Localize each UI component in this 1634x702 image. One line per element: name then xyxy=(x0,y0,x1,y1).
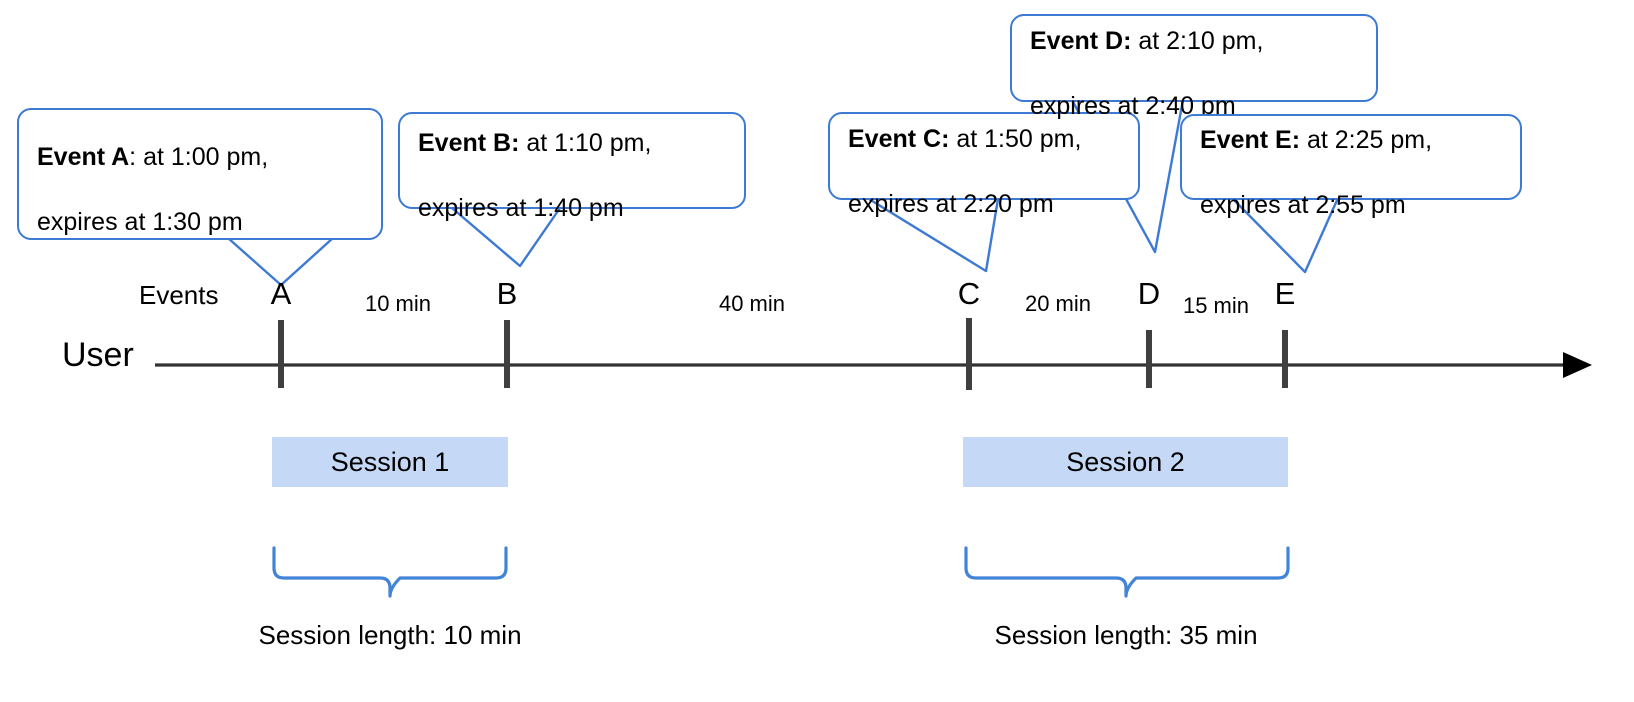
callout-event-c[interactable]: Event C: at 1:50 pm, expires at 2:20 pm xyxy=(828,112,1140,218)
callout-event-a-line1: at 1:00 pm, xyxy=(143,142,269,171)
gap-label-b-c: 40 min xyxy=(718,291,786,316)
timeline-arrowhead xyxy=(1563,352,1592,378)
tick-label-a: A xyxy=(270,276,292,311)
callout-event-e-sep xyxy=(1300,126,1307,154)
session-2-label: Session 2 xyxy=(1066,446,1185,477)
gap-label-d-e: 15 min xyxy=(1182,293,1250,318)
callout-event-c-name: Event C: xyxy=(848,124,950,153)
callout-event-d-line2: expires at 2:40 pm xyxy=(1030,91,1236,120)
timeline-row-label-user: User xyxy=(62,336,134,374)
session-1-brace xyxy=(272,546,508,598)
callout-event-b-name: Event B: xyxy=(418,129,520,157)
callout-event-b-text: Event B: at 1:10 pm, expires at 1:40 pm xyxy=(418,95,651,225)
callout-event-d[interactable]: Event D: at 2:10 pm, expires at 2:40 pm xyxy=(1010,14,1378,120)
callout-event-b-line1: at 1:10 pm, xyxy=(526,129,652,157)
session-2-brace xyxy=(964,546,1290,598)
callout-event-a-text: Event A: at 1:00 pm, expires at 1:30 pm xyxy=(37,108,268,238)
callout-event-a-sep: : xyxy=(129,142,144,171)
callout-event-e-name: Event E: xyxy=(1200,125,1301,154)
callout-event-d-text: Event D: at 2:10 pm, expires at 2:40 pm xyxy=(1030,0,1263,122)
session-2-bar[interactable]: Session 2 xyxy=(963,437,1288,487)
tick-label-c: C xyxy=(957,276,981,311)
event-b-tail xyxy=(450,206,562,268)
callout-event-a[interactable]: Event A: at 1:00 pm, expires at 1:30 pm xyxy=(17,108,383,240)
callout-event-b-line2: expires at 1:40 pm xyxy=(418,194,624,222)
timeline-events-label: Events xyxy=(139,280,219,310)
session-2-length-caption: Session length: 35 min xyxy=(994,620,1258,650)
callout-event-a-name: Event A xyxy=(37,142,130,171)
gap-label-c-d: 20 min xyxy=(1024,291,1092,316)
tick-label-d: D xyxy=(1137,276,1161,311)
event-a-tail xyxy=(226,236,335,287)
callout-event-e-line1: at 2:25 pm, xyxy=(1306,125,1433,154)
session-1-label: Session 1 xyxy=(330,446,450,477)
callout-event-e-text: Event E: at 2:25 pm, expires at 2:55 pm xyxy=(1200,91,1432,221)
callout-event-e[interactable]: Event E: at 2:25 pm, expires at 2:55 pm xyxy=(1180,114,1522,219)
callout-event-b[interactable]: Event B: at 1:10 pm, expires at 1:40 pm xyxy=(398,112,746,222)
callout-event-c-line2: expires at 2:20 pm xyxy=(848,189,1054,218)
callout-event-c-text: Event C: at 1:50 pm, expires at 2:20 pm xyxy=(848,90,1081,220)
callout-event-c-line1: at 1:50 pm, xyxy=(956,124,1082,153)
callout-event-d-line1: at 2:10 pm, xyxy=(1138,26,1264,55)
callout-event-e-line2: expires at 2:55 pm xyxy=(1200,190,1406,219)
session-1-bar[interactable]: Session 1 xyxy=(272,437,508,487)
event-e-tail xyxy=(1230,196,1340,274)
session-1-length-caption: Session length: 10 min xyxy=(258,620,522,650)
event-c-tail xyxy=(867,197,1000,273)
gap-label-a-b: 10 min xyxy=(364,291,432,316)
tick-label-e: E xyxy=(1274,276,1296,311)
tick-label-b: B xyxy=(496,276,518,311)
callout-event-d-name: Event D: xyxy=(1030,26,1132,55)
callout-event-a-line2: expires at 1:30 pm xyxy=(37,207,243,236)
